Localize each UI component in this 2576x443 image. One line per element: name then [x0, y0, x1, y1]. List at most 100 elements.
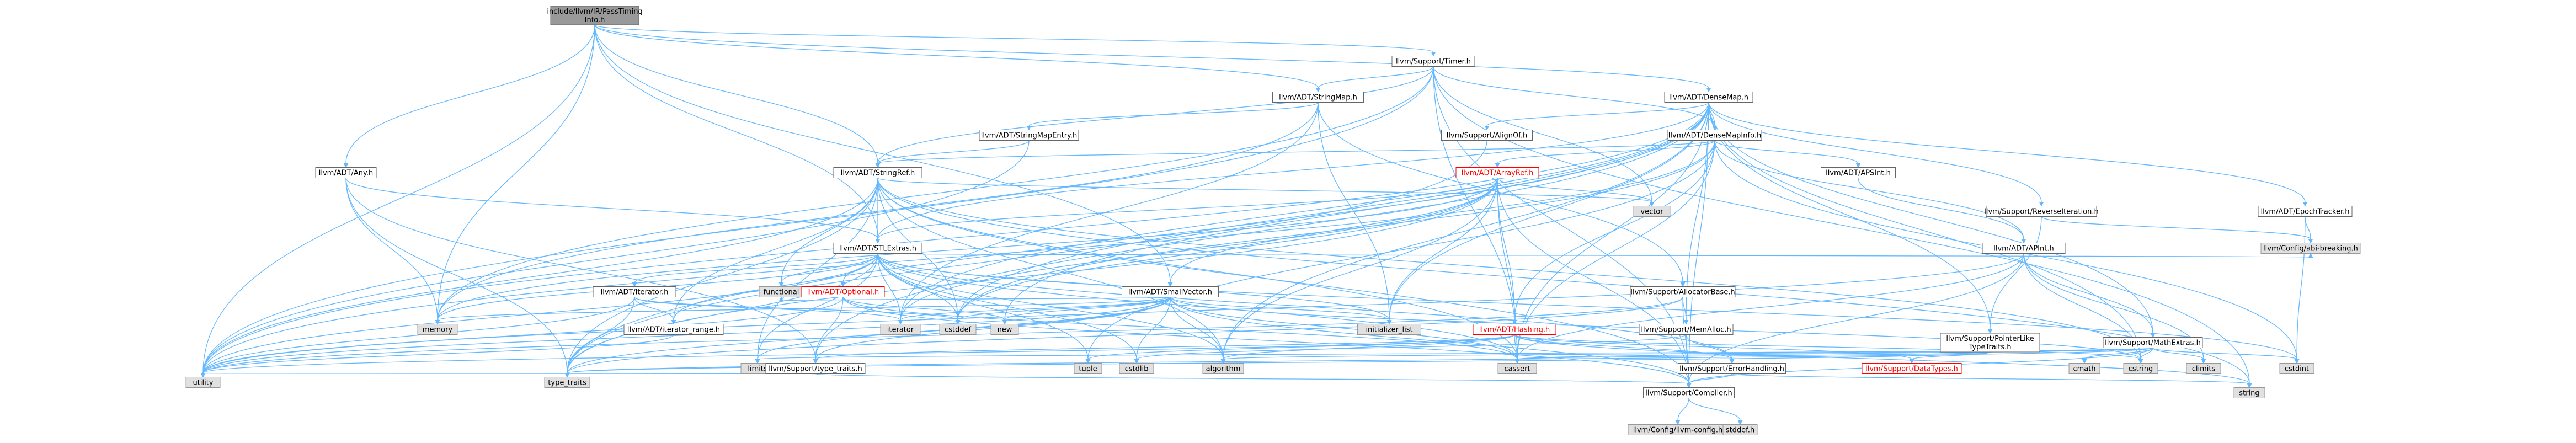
node-stringmapentry[interactable]: llvm/ADT/StringMapEntry.h: [979, 130, 1079, 141]
node-timer[interactable]: llvm/Support/Timer.h: [1391, 56, 1475, 67]
node-label: memory: [423, 326, 453, 334]
node-smallvector[interactable]: llvm/ADT/SmallVector.h: [1122, 286, 1219, 297]
node-box: [2260, 243, 2361, 254]
node-label: cstring: [2129, 365, 2153, 373]
node-label: llvm/ADT/APSInt.h: [1826, 169, 1891, 178]
node-reverseiteration[interactable]: llvm/Support/ReverseIteration.h: [1984, 206, 2099, 217]
node-box: [1202, 363, 1244, 374]
edge-root-to-any: [343, 24, 595, 168]
edge-iterator-to-type_traits: [564, 297, 635, 378]
node-iteratorrange[interactable]: llvm/ADT/iterator_range.h: [623, 324, 724, 335]
node-box: [1441, 130, 1533, 141]
edge-densemap-to-new: [1002, 102, 1709, 325]
node-box: [833, 167, 922, 178]
node-epochtracker[interactable]: llvm/ADT/EpochTracker.h: [2258, 206, 2353, 217]
node-compiler[interactable]: llvm/Support/Compiler.h: [1643, 387, 1735, 398]
node-cstdlib[interactable]: cstdlib: [1119, 363, 1154, 374]
node-alignof[interactable]: llvm/Support/AlignOf.h: [1441, 130, 1533, 141]
node-typetraits[interactable]: llvm/Support/type_traits.h: [765, 363, 866, 374]
node-label: utility: [193, 379, 214, 387]
dependency-edges: [200, 24, 2313, 425]
node-cassert[interactable]: cassert: [1497, 363, 1537, 374]
edge-stringref-to-stlextras: [875, 178, 881, 244]
edge-any-to-memory: [345, 178, 440, 325]
edge-reverseiteration-to-ptrliketraits: [1987, 216, 2042, 334]
node-label: llvm/Support/Timer.h: [1396, 58, 1471, 66]
node-label: cassert: [1504, 365, 1530, 373]
node-utility[interactable]: utility: [185, 377, 221, 388]
node-box: [2258, 206, 2353, 217]
edge-mathextras-to-cmath: [2082, 347, 2153, 364]
node-box: [801, 286, 885, 297]
node-memalloc[interactable]: llvm/Support/MemAlloc.h: [1639, 324, 1734, 335]
edge-mathextras-to-climits: [2152, 347, 2206, 364]
node-tuple[interactable]: tuple: [1074, 363, 1102, 374]
node-cstddef[interactable]: cstddef: [939, 324, 977, 335]
node-box: [979, 130, 1079, 141]
node-hashing[interactable]: llvm/ADT/Hashing.h: [1473, 324, 1556, 335]
node-label: cmath: [2073, 365, 2095, 373]
node-memory[interactable]: memory: [417, 324, 458, 335]
node-densemapinfo[interactable]: llvm/ADT/DenseMapInfo.h: [1667, 130, 1762, 141]
node-label: functional: [764, 289, 799, 297]
node-mathextras[interactable]: llvm/Support/MathExtras.h: [2103, 337, 2203, 348]
edge-optional-to-compiler: [842, 297, 1692, 388]
node-climits[interactable]: climits: [2186, 363, 2221, 374]
node-algorithm[interactable]: algorithm: [1202, 363, 1244, 374]
node-type_traits[interactable]: type_traits: [544, 377, 590, 388]
node-any[interactable]: llvm/ADT/Any.h: [315, 167, 377, 178]
node-stlextras[interactable]: llvm/ADT/STLExtras.h: [833, 243, 922, 254]
node-label: llvm/Support/DataTypes.h: [1865, 365, 1958, 373]
edge-root-to-densemap: [594, 24, 1711, 93]
node-iterator[interactable]: llvm/ADT/iterator.h: [593, 286, 676, 297]
edge-densemap-to-utility: [200, 102, 1709, 378]
edge-apsint-to-apint: [1858, 178, 2026, 244]
edge-stlextras-to-type_traits: [564, 253, 878, 378]
node-cstring[interactable]: cstring: [2123, 363, 2158, 374]
edge-errorhandling-to-string: [1731, 373, 2252, 388]
node-box: [1664, 92, 1753, 103]
edge-mathextras-to-cstdint: [2152, 347, 2300, 364]
node-allocatorbase[interactable]: llvm/Support/AllocatorBase.h: [1630, 286, 1736, 297]
node-box: [1940, 333, 2040, 353]
node-functional[interactable]: functional: [759, 286, 804, 297]
node-box: [2279, 363, 2314, 374]
node-densemap[interactable]: llvm/ADT/DenseMap.h: [1664, 92, 1753, 103]
node-stringmap[interactable]: llvm/ADT/StringMap.h: [1272, 92, 1364, 103]
node-box: [550, 6, 639, 25]
node-cmath[interactable]: cmath: [2068, 363, 2100, 374]
node-box: [990, 324, 1019, 335]
node-label: new: [998, 326, 1012, 334]
node-label: limits: [748, 365, 767, 373]
node-errorhandling[interactable]: llvm/Support/ErrorHandling.h: [1678, 363, 1786, 374]
node-stringref[interactable]: llvm/ADT/StringRef.h: [833, 167, 922, 178]
node-box: [315, 167, 377, 178]
edge-densemapinfo-to-apsint: [1714, 140, 1861, 168]
node-box: [1862, 363, 1962, 374]
node-initlist[interactable]: initializer_list: [1357, 324, 1421, 335]
node-apsint[interactable]: llvm/ADT/APSInt.h: [1821, 167, 1896, 178]
node-new[interactable]: new: [990, 324, 1019, 335]
node-datatypes[interactable]: llvm/Support/DataTypes.h: [1862, 363, 1962, 374]
edge-smallvector-to-cstddef: [955, 296, 1171, 325]
node-label: cstdlib: [1125, 365, 1149, 373]
edge-stringmap-to-stringmapentry: [1026, 102, 1319, 131]
node-iterator_std[interactable]: iterator: [880, 324, 921, 335]
node-stddef[interactable]: stddef.h: [1722, 424, 1758, 435]
node-box: [765, 363, 866, 374]
edge-root-to-timer: [594, 24, 1436, 57]
node-abibreaking[interactable]: llvm/Config/abi-breaking.h: [2260, 243, 2361, 254]
node-label: llvm/Support/type_traits.h: [769, 365, 862, 373]
node-box: [2186, 363, 2221, 374]
node-vector[interactable]: vector: [1633, 206, 1671, 217]
node-llvmconfig[interactable]: llvm/Config/llvm-config.h: [1628, 424, 1728, 435]
node-string[interactable]: string: [2233, 387, 2265, 398]
node-apint[interactable]: llvm/ADT/APInt.h: [1982, 243, 2066, 254]
node-box: [1643, 387, 1735, 398]
node-optional[interactable]: llvm/ADT/Optional.h: [801, 286, 885, 297]
edge-stringmap-to-iterator_std: [898, 102, 1319, 325]
node-cstdint[interactable]: cstdint: [2279, 363, 2314, 374]
node-arrayref[interactable]: llvm/ADT/ArrayRef.h: [1455, 167, 1539, 178]
